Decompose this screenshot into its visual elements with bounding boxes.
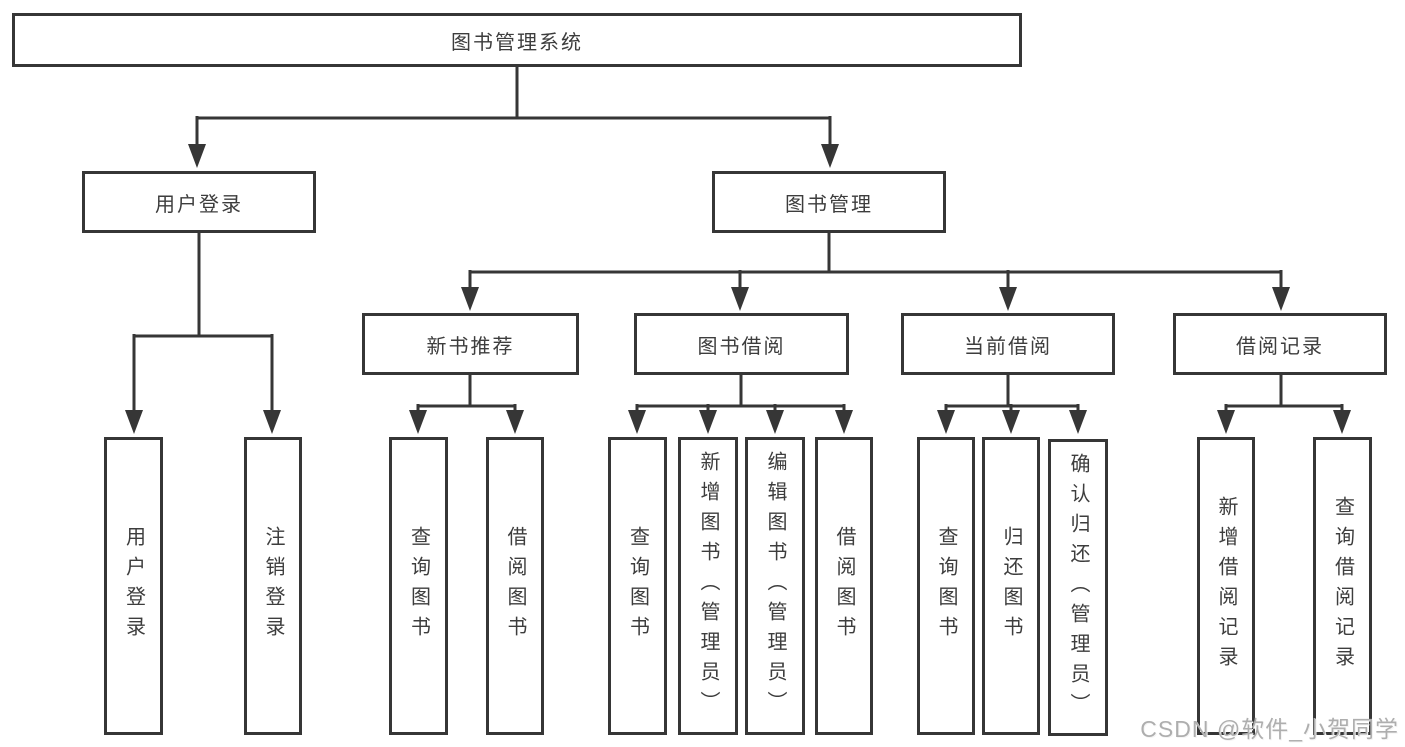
node-leaf-recommend-borrow-books: 借阅图书: [486, 437, 544, 735]
connector-manage-to-level3: [468, 233, 1283, 293]
connector-current-to-leaves: [944, 375, 1080, 416]
node-leaf-current-confirm-return-admin: 确认归还（管理员）: [1048, 439, 1108, 736]
node-leaf-records-query-record: 查询借阅记录: [1313, 437, 1372, 735]
node-current-borrow: 当前借阅: [901, 313, 1115, 375]
node-user-login: 用户登录: [82, 171, 316, 233]
node-leaf-current-return-books: 归还图书: [982, 437, 1040, 735]
connector-login-to-leaves: [132, 233, 274, 416]
connector-borrow-to-leaves: [635, 375, 846, 416]
arrowheads: [125, 144, 1351, 434]
node-leaf-logout: 注销登录: [244, 437, 302, 735]
node-leaf-records-add-record: 新增借阅记录: [1197, 437, 1255, 735]
watermark: CSDN @软件_小贺同学: [1140, 716, 1399, 742]
node-root: 图书管理系统: [12, 13, 1022, 67]
connector-records-to-leaves: [1224, 375, 1344, 416]
node-borrow-records: 借阅记录: [1173, 313, 1387, 375]
connector-recommend-to-leaves: [416, 375, 517, 416]
node-leaf-borrow-edit-books-admin: 编辑图书（管理员）: [745, 437, 805, 735]
node-leaf-borrow-query-books: 查询图书: [608, 437, 667, 735]
node-leaf-current-query-books: 查询图书: [917, 437, 975, 735]
node-leaf-borrow-add-books-admin: 新增图书（管理员）: [678, 437, 738, 735]
node-leaf-user-login: 用户登录: [104, 437, 163, 735]
node-new-book-recommend: 新书推荐: [362, 313, 579, 375]
node-book-manage: 图书管理: [712, 171, 946, 233]
node-leaf-recommend-query-books: 查询图书: [389, 437, 448, 735]
connector-root-to-level2: [195, 67, 832, 150]
node-leaf-borrow-borrow-books: 借阅图书: [815, 437, 873, 735]
node-book-borrow: 图书借阅: [634, 313, 849, 375]
